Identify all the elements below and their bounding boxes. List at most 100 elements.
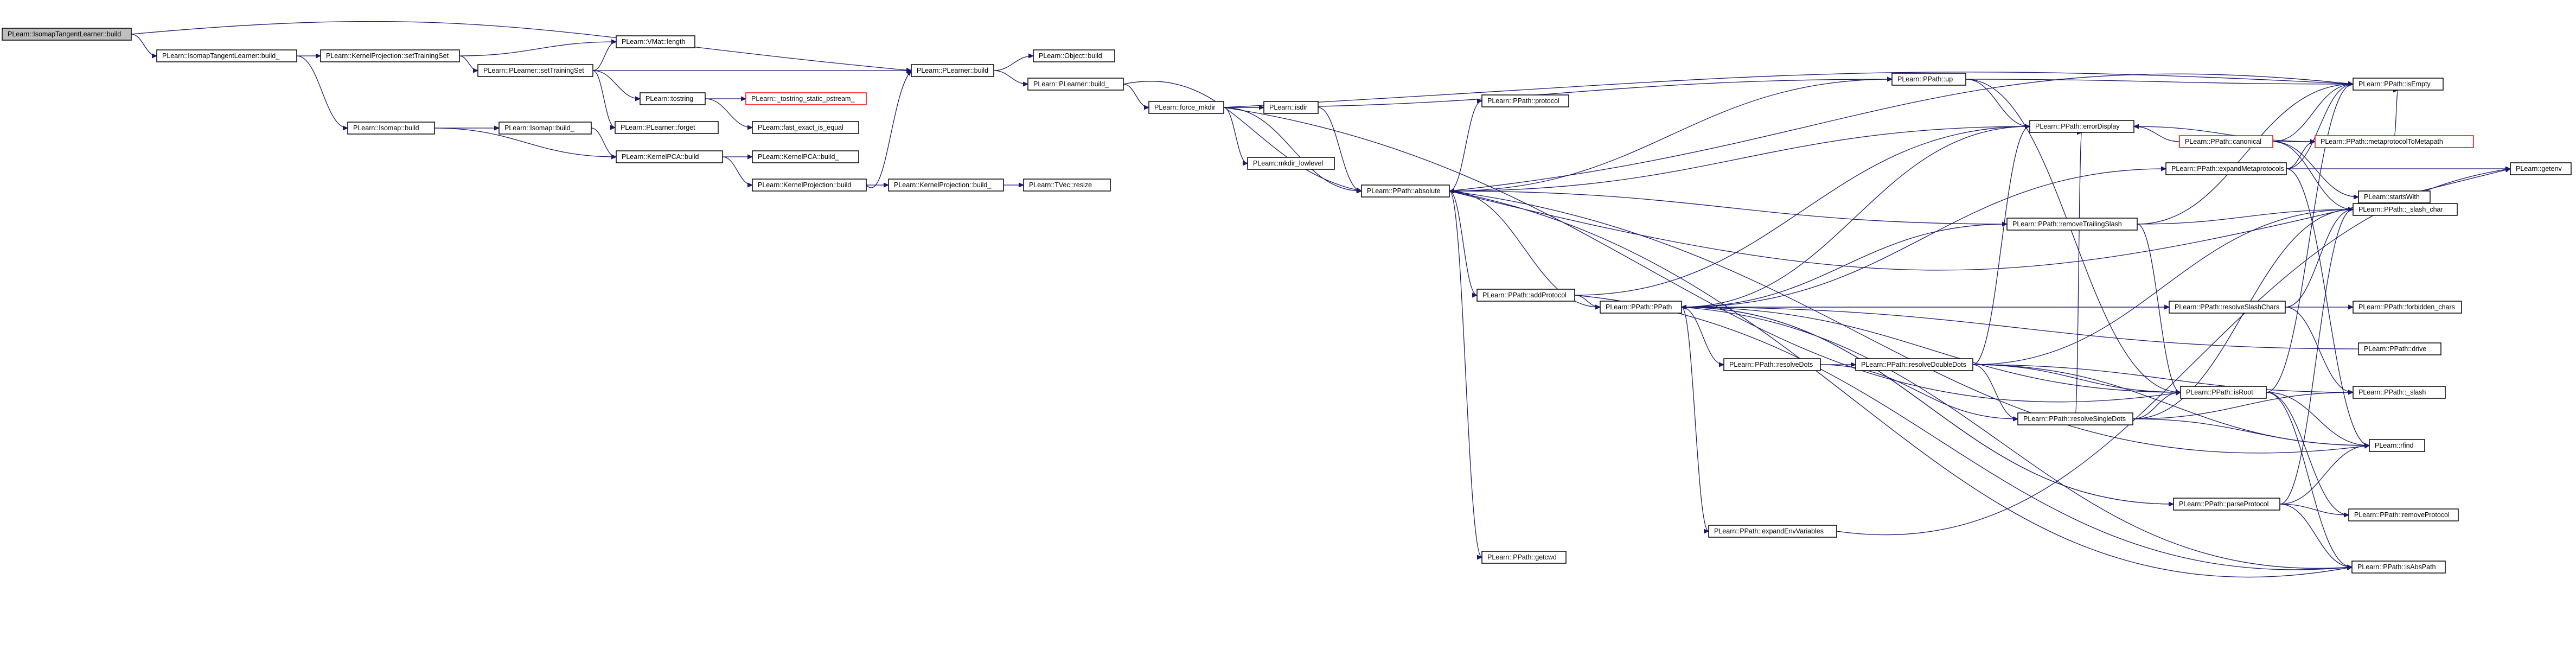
svg-text:PLearn::mkdir_lowlevel: PLearn::mkdir_lowlevel [1253, 160, 1323, 167]
node-ppath-protocol[interactable]: PLearn::PPath::protocol [1481, 94, 1569, 107]
node-ppath-forbidden-chars[interactable]: PLearn::PPath::forbidden_chars [2353, 301, 2462, 314]
call-edge [1682, 307, 2359, 349]
node-ppath-getcwd[interactable]: PLearn::PPath::getcwd [1481, 551, 1567, 564]
node-ppath-parseprotocol[interactable]: PLearn::PPath::parseProtocol [2173, 498, 2280, 511]
call-edge [1449, 190, 1477, 295]
node-ppath-canonical[interactable]: PLearn::PPath::canonical [2179, 135, 2273, 148]
node-ppath-expandenvvariables[interactable]: PLearn::PPath::expandEnvVariables [1708, 525, 1837, 538]
call-edge [1965, 79, 2030, 126]
node-tostring[interactable]: PLearn::tostring [640, 92, 706, 105]
call-edge [2134, 126, 2180, 142]
node-ppath-resolvedots[interactable]: PLearn::PPath::resolveDots [1723, 358, 1821, 371]
call-edge [296, 55, 348, 128]
svg-text:PLearn::PLearner::setTrainingS: PLearn::PLearner::setTrainingSet [483, 67, 584, 74]
node-ppath-ppath[interactable]: PLearn::PPath::PPath [1600, 301, 1682, 314]
node-object-build[interactable]: PLearn::Object::build [1033, 49, 1115, 62]
svg-text:PLearn::KernelProjection::buil: PLearn::KernelProjection::build [758, 181, 851, 189]
node-mkdir-lowlevel[interactable]: PLearn::mkdir_lowlevel [1247, 157, 1335, 170]
call-edge [1223, 79, 1892, 108]
node-kernelprojection-settrainingset[interactable]: PLearn::KernelProjection::setTrainingSet [320, 49, 460, 62]
node-ppath-addprotocol[interactable]: PLearn::PPath::addProtocol [1476, 289, 1575, 302]
node-ppath-slash[interactable]: PLearn::PPath::_slash [2353, 386, 2446, 399]
node-kernelprojection-build-underscore[interactable]: PLearn::KernelProjection::build_ [888, 179, 1004, 192]
svg-text:PLearn::VMat::length: PLearn::VMat::length [622, 38, 685, 46]
svg-text:PLearn::PPath::isRoot: PLearn::PPath::isRoot [2186, 389, 2253, 396]
call-edge [2266, 84, 2353, 393]
call-edge [1449, 190, 2007, 224]
node-plearner-build-underscore[interactable]: PLearn::PLearner::build_ [1027, 78, 1124, 91]
node-ppath-isabspath[interactable]: PLearn::PPath::isAbsPath [2351, 561, 2446, 574]
node-plearner-build[interactable]: PLearn::PLearner::build [911, 64, 994, 77]
node-plearner-forget[interactable]: PLearn::PLearner::forget [615, 121, 719, 134]
call-edge [1681, 307, 1709, 531]
node-force-mkdir[interactable]: PLearn::force_mkdir [1148, 101, 1224, 114]
call-edge [1449, 101, 1482, 192]
svg-text:PLearn::PPath::_slash: PLearn::PPath::_slash [2358, 389, 2426, 396]
svg-text:PLearn::getenv: PLearn::getenv [2516, 165, 2562, 173]
node-kernelpca-build-underscore[interactable]: PLearn::KernelPCA::build_ [752, 150, 859, 163]
node-ppath-up[interactable]: PLearn::PPath::up [1891, 73, 1966, 86]
svg-text:PLearn::IsomapTangentLearner::: PLearn::IsomapTangentLearner::build [8, 30, 121, 38]
node-getenv[interactable]: PLearn::getenv [2510, 162, 2572, 175]
call-edge [1123, 84, 1149, 107]
node-isomaptangentlearner-build[interactable]: PLearn::IsomapTangentLearner::build [2, 28, 132, 41]
node-ppath-isroot[interactable]: PLearn::PPath::isRoot [2180, 386, 2267, 399]
call-edge [705, 98, 752, 128]
node-rfind[interactable]: PLearn::rfind [2369, 439, 2425, 452]
call-edge [1965, 79, 2353, 84]
svg-text:PLearn::PPath::absolute: PLearn::PPath::absolute [1367, 187, 1441, 195]
call-edge [1223, 107, 1361, 191]
node-kernelprojection-build[interactable]: PLearn::KernelProjection::build [752, 179, 867, 192]
svg-text:PLearn::PPath::forbidden_chars: PLearn::PPath::forbidden_chars [2358, 303, 2455, 311]
node-plearner-settrainingset[interactable]: PLearn::PLearner::setTrainingSet [477, 64, 593, 77]
svg-text:PLearn::PPath::errorDisplay: PLearn::PPath::errorDisplay [2035, 123, 2120, 130]
svg-text:PLearn::TVec::resize: PLearn::TVec::resize [1029, 181, 1092, 189]
node-ppath-removetrailingslash[interactable]: PLearn::PPath::removeTrailingSlash [2006, 218, 2138, 231]
node-fast-exact-is-equal[interactable]: PLearn::fast_exact_is_equal [752, 121, 859, 134]
call-edge [2132, 392, 2181, 419]
node-vmat-length[interactable]: PLearn::VMat::length [616, 35, 695, 48]
call-edge [2137, 84, 2353, 225]
call-edge [2279, 504, 2349, 515]
node-ppath-resolvedoubledots[interactable]: PLearn::PPath::resolveDoubleDots [1855, 358, 1973, 371]
node-tostring-static-pstream[interactable]: PLearn::_tostring_static_pstream_ [745, 92, 867, 105]
svg-text:PLearn::PPath::up: PLearn::PPath::up [1897, 75, 1953, 83]
svg-text:PLearn::rfind: PLearn::rfind [2375, 442, 2414, 449]
node-isdir[interactable]: PLearn::isdir [1263, 101, 1319, 114]
node-ppath-absolute[interactable]: PLearn::PPath::absolute [1361, 184, 1450, 198]
node-kernelpca-build[interactable]: PLearn::KernelPCA::build [616, 150, 723, 163]
node-ppath-errordisplay[interactable]: PLearn::PPath::errorDisplay [2029, 120, 2134, 133]
node-ppath-slash-char[interactable]: PLearn::PPath::_slash_char [2353, 203, 2458, 216]
call-edge [1681, 307, 1724, 365]
node-ppath-isempty[interactable]: PLearn::PPath::isEmpty [2353, 78, 2444, 91]
node-ppath-metaprotocoltometapath[interactable]: PLearn::PPath::metaprotocolToMetapath [2315, 135, 2474, 148]
node-ppath-removeprotocol[interactable]: PLearn::PPath::removeProtocol [2348, 508, 2459, 521]
node-tvec-resize[interactable]: PLearn::TVec::resize [1023, 179, 1111, 192]
call-edge [2134, 126, 2316, 142]
node-startswith[interactable]: PLearn::startsWith [2358, 190, 2431, 203]
node-ppath-expandmetaprotocols[interactable]: PLearn::PPath::expandMetaprotocols [2165, 162, 2287, 175]
node-ppath-resolveslashchars[interactable]: PLearn::PPath::resolveSlashChars [2169, 301, 2286, 314]
svg-text:PLearn::PPath::canonical: PLearn::PPath::canonical [2185, 138, 2261, 145]
call-edge [131, 34, 157, 56]
node-ppath-drive[interactable]: PLearn::PPath::drive [2358, 342, 2441, 355]
svg-text:PLearn::Isomap::build: PLearn::Isomap::build [353, 124, 419, 132]
node-isomap-build[interactable]: PLearn::Isomap::build [347, 122, 435, 135]
svg-text:PLearn::PPath::isEmpty: PLearn::PPath::isEmpty [2358, 80, 2431, 88]
node-isomap-build-underscore[interactable]: PLearn::Isomap::build_ [498, 122, 592, 135]
node-ppath-resolvesingledots[interactable]: PLearn::PPath::resolveSingleDots [2017, 412, 2133, 425]
node-isomaptangentlearner-build-underscore[interactable]: PLearn::IsomapTangentLearner::build_ [156, 49, 297, 62]
call-edge [592, 42, 616, 71]
svg-text:PLearn::_tostring_static_pstre: PLearn::_tostring_static_pstream_ [751, 95, 855, 103]
call-edge [1449, 190, 2352, 578]
svg-text:PLearn::tostring: PLearn::tostring [645, 95, 693, 103]
call-edge [1682, 307, 2174, 505]
call-edge [459, 42, 616, 56]
svg-text:PLearn::PPath::removeProtocol: PLearn::PPath::removeProtocol [2354, 511, 2450, 519]
call-edge [1972, 364, 2018, 419]
svg-text:PLearn::force_mkdir: PLearn::force_mkdir [1154, 104, 1216, 111]
call-edge [591, 128, 616, 157]
call-edge [1820, 364, 2018, 419]
call-edge [2272, 141, 2353, 209]
